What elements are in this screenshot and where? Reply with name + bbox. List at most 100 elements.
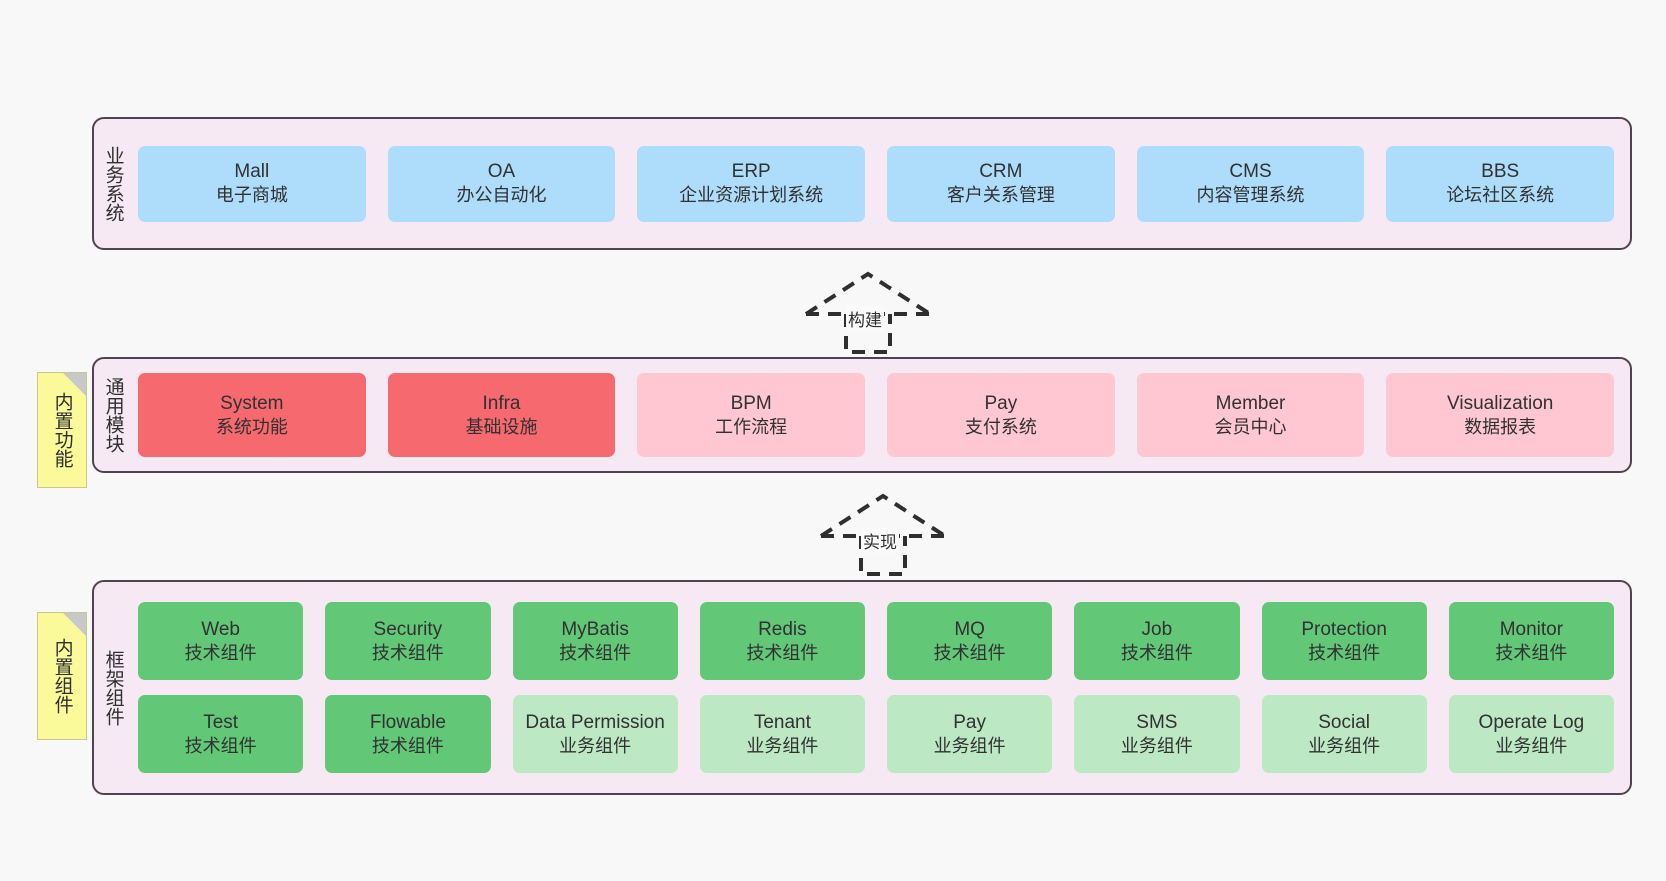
card-tenant[interactable]: Tenant 业务组件 <box>699 695 865 773</box>
card-flowable[interactable]: Flowable 技术组件 <box>325 695 491 773</box>
card-title: Test <box>203 711 239 733</box>
card-title: Visualization <box>1447 392 1554 414</box>
card-subtitle: 技术组件 <box>1495 642 1568 663</box>
card-title: Social <box>1318 711 1370 733</box>
layer-title-framework-components: 框架组件 <box>102 649 124 726</box>
card-title: Security <box>373 618 443 640</box>
card-title: Monitor <box>1499 618 1564 640</box>
card-visualization[interactable]: Visualization 数据报表 <box>1386 373 1615 457</box>
layer-title-business-system: 业务系统 <box>102 145 124 222</box>
card-subtitle: 会员中心 <box>1214 416 1287 437</box>
card-subtitle: 支付系统 <box>964 416 1037 437</box>
card-subtitle: 技术组件 <box>559 642 632 663</box>
card-title: OA <box>487 161 516 183</box>
card-title: CRM <box>979 161 1023 183</box>
card-subtitle: 客户关系管理 <box>946 185 1055 206</box>
card-subtitle: 业务组件 <box>746 735 819 756</box>
card-subtitle: 技术组件 <box>184 735 257 756</box>
card-job[interactable]: Job 技术组件 <box>1074 602 1240 680</box>
card-row: System 系统功能 Infra 基础设施 BPM 工作流程 Pay 支付系统… <box>138 373 1615 457</box>
card-bpm[interactable]: BPM 工作流程 <box>637 373 866 457</box>
card-subtitle: 电子商城 <box>215 185 288 206</box>
card-subtitle: 技术组件 <box>184 642 257 663</box>
connector-build: 构建 <box>790 266 950 356</box>
card-test[interactable]: Test 技术组件 <box>138 695 304 773</box>
card-subtitle: 技术组件 <box>1120 642 1193 663</box>
card-title: Tenant <box>753 711 811 733</box>
card-monitor[interactable]: Monitor 技术组件 <box>1448 602 1614 680</box>
layer-common-modules: 通用模块 System 系统功能 Infra 基础设施 BPM 工作流程 Pay… <box>92 357 1632 473</box>
card-pay-component[interactable]: Pay 业务组件 <box>887 695 1053 773</box>
card-title: Data Permission <box>525 711 665 733</box>
card-title: CMS <box>1229 161 1272 183</box>
card-protection[interactable]: Protection 技术组件 <box>1261 602 1427 680</box>
card-subtitle: 业务组件 <box>1495 735 1568 756</box>
card-subtitle: 业务组件 <box>1308 735 1381 756</box>
card-subtitle: 企业资源计划系统 <box>679 185 824 206</box>
card-title: Redis <box>758 618 807 640</box>
connector-build-label: 构建 <box>846 306 884 331</box>
note-builtin-functions: 内置功能 <box>37 372 87 488</box>
card-subtitle: 业务组件 <box>1120 735 1193 756</box>
card-title: MyBatis <box>561 618 629 640</box>
card-system[interactable]: System 系统功能 <box>138 373 366 457</box>
card-data-permission[interactable]: Data Permission 业务组件 <box>512 695 678 773</box>
card-sms[interactable]: SMS 业务组件 <box>1074 695 1240 773</box>
card-oa[interactable]: OA 办公自动化 <box>387 145 616 222</box>
layer-title-common-modules: 通用模块 <box>102 377 124 453</box>
card-title: Job <box>1141 618 1173 640</box>
card-row: Web 技术组件 Security 技术组件 MyBatis 技术组件 Redi… <box>138 602 1614 680</box>
card-social[interactable]: Social 业务组件 <box>1261 695 1427 773</box>
card-mq[interactable]: MQ 技术组件 <box>887 602 1053 680</box>
layer-framework-components: 框架组件 Web 技术组件 Security 技术组件 MyBatis 技术组件… <box>92 580 1632 795</box>
layer-body-common-modules: System 系统功能 Infra 基础设施 BPM 工作流程 Pay 支付系统… <box>132 359 1630 471</box>
note-label: 内置功能 <box>51 392 73 468</box>
layer-body-framework-components: Web 技术组件 Security 技术组件 MyBatis 技术组件 Redi… <box>132 582 1630 793</box>
card-subtitle: 内容管理系统 <box>1196 185 1305 206</box>
card-subtitle: 数据报表 <box>1464 416 1537 437</box>
card-title: Operate Log <box>1478 711 1585 733</box>
card-subtitle: 技术组件 <box>746 642 819 663</box>
card-subtitle: 系统功能 <box>215 416 288 437</box>
connector-implement-label: 实现 <box>861 528 899 553</box>
connector-implement: 实现 <box>805 488 965 578</box>
card-title: Infra <box>482 392 521 414</box>
card-subtitle: 业务组件 <box>933 735 1006 756</box>
card-subtitle: 技术组件 <box>933 642 1006 663</box>
card-row: Mall 电子商城 OA 办公自动化 ERP 企业资源计划系统 CRM 客户关系… <box>138 145 1615 222</box>
card-erp[interactable]: ERP 企业资源计划系统 <box>637 145 866 222</box>
card-crm[interactable]: CRM 客户关系管理 <box>887 145 1115 222</box>
layer-business-system: 业务系统 Mall 电子商城 OA 办公自动化 ERP 企业资源计划系统 CRM… <box>92 117 1632 250</box>
card-member[interactable]: Member 会员中心 <box>1136 373 1365 457</box>
card-title: Mall <box>234 161 270 183</box>
layer-body-business-system: Mall 电子商城 OA 办公自动化 ERP 企业资源计划系统 CRM 客户关系… <box>132 119 1630 248</box>
card-title: Protection <box>1301 618 1387 640</box>
card-title: BPM <box>730 392 772 414</box>
card-mall[interactable]: Mall 电子商城 <box>138 145 366 222</box>
card-subtitle: 基础设施 <box>465 416 538 437</box>
card-title: ERP <box>731 161 771 183</box>
card-subtitle: 业务组件 <box>559 735 632 756</box>
card-operate-log[interactable]: Operate Log 业务组件 <box>1448 695 1614 773</box>
note-label: 内置组件 <box>51 638 73 714</box>
card-row: Test 技术组件 Flowable 技术组件 Data Permission … <box>138 695 1614 773</box>
card-subtitle: 论坛社区系统 <box>1446 185 1555 206</box>
card-title: Pay <box>984 392 1018 414</box>
card-title: Pay <box>953 711 986 733</box>
card-web[interactable]: Web 技术组件 <box>138 602 304 680</box>
card-subtitle: 技术组件 <box>1308 642 1381 663</box>
card-infra[interactable]: Infra 基础设施 <box>387 373 616 457</box>
note-builtin-components: 内置组件 <box>37 612 87 740</box>
card-title: Web <box>201 618 240 640</box>
card-subtitle: 技术组件 <box>371 735 444 756</box>
card-mybatis[interactable]: MyBatis 技术组件 <box>512 602 678 680</box>
card-pay-module[interactable]: Pay 支付系统 <box>887 373 1115 457</box>
card-redis[interactable]: Redis 技术组件 <box>699 602 865 680</box>
card-title: System <box>220 392 284 414</box>
card-title: BBS <box>1481 161 1520 183</box>
card-security[interactable]: Security 技术组件 <box>325 602 491 680</box>
card-bbs[interactable]: BBS 论坛社区系统 <box>1386 145 1615 222</box>
card-title: MQ <box>954 618 985 640</box>
card-cms[interactable]: CMS 内容管理系统 <box>1136 145 1365 222</box>
